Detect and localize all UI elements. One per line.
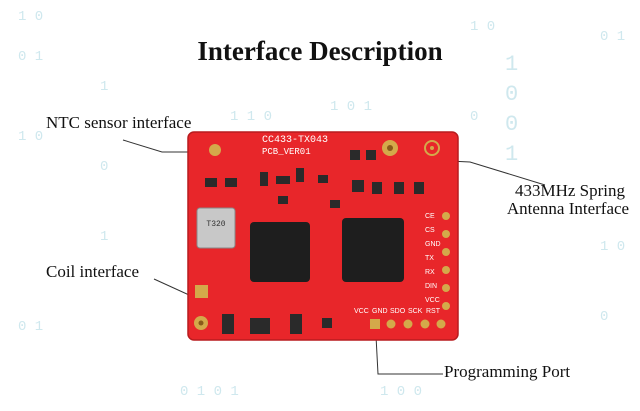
svg-text:0: 0 [100, 159, 108, 175]
svg-text:RX: RX [425, 269, 435, 276]
svg-text:1 0: 1 0 [18, 129, 43, 145]
svg-text:0: 0 [470, 109, 478, 125]
svg-text:0: 0 [505, 82, 518, 107]
svg-text:0 1: 0 1 [18, 49, 43, 65]
svg-text:1: 1 [505, 52, 518, 77]
svg-text:1 0: 1 0 [470, 19, 495, 35]
svg-text:VCC: VCC [354, 308, 369, 315]
svg-text:1 1 0: 1 1 0 [230, 109, 272, 125]
svg-text:0: 0 [600, 309, 608, 325]
svg-text:0 1: 0 1 [600, 29, 625, 45]
silkscreen-version: PCB_VER01 [262, 147, 311, 157]
label-coil-interface: Coil interface [46, 262, 139, 281]
svg-text:SDO: SDO [390, 308, 406, 315]
crystal-label: T320 [206, 220, 225, 229]
svg-text:0 1 0 1: 0 1 0 1 [180, 384, 239, 400]
svg-text:CS: CS [425, 227, 435, 234]
chip-right [342, 218, 404, 282]
svg-text:1 0 1: 1 0 1 [330, 99, 372, 115]
pcb-board: T320 CC433-TX043 PCB_VER01 CE CS GND TX … [187, 131, 459, 341]
svg-text:GND: GND [372, 308, 388, 315]
svg-text:1 0: 1 0 [600, 239, 625, 255]
svg-text:TX: TX [425, 255, 434, 262]
svg-text:1: 1 [505, 142, 518, 167]
svg-text:GND: GND [425, 241, 441, 248]
svg-text:1 0: 1 0 [18, 9, 43, 25]
chip-left [250, 222, 310, 282]
label-programming-port: Programming Port [444, 362, 571, 381]
label-ntc-sensor: NTC sensor interface [46, 113, 192, 132]
label-antenna-line2: Antenna Interface [506, 199, 630, 218]
svg-text:DIN: DIN [425, 283, 437, 290]
svg-text:RST: RST [426, 308, 441, 315]
binary-background: 1 0 0 1 1 0 0 1 1 0 1 1 0 0 1 0 0 1 0 1 1 0 0 1 1 0… [18, 9, 625, 400]
svg-text:SCK: SCK [408, 308, 423, 315]
svg-text:VCC: VCC [425, 297, 440, 304]
label-antenna-line1: 433MHz Spring [514, 181, 626, 200]
svg-text:0: 0 [505, 112, 518, 137]
svg-text:1: 1 [100, 229, 108, 245]
right-pin-labels: CE CS GND TX RX DIN VCC [425, 213, 441, 304]
svg-text:1: 1 [100, 79, 108, 95]
svg-text:CE: CE [425, 213, 435, 220]
silkscreen-model: CC433-TX043 [262, 135, 328, 146]
svg-text:1 0 0: 1 0 0 [380, 384, 422, 400]
svg-text:0 1: 0 1 [18, 319, 43, 335]
page-title: Interface Description [197, 36, 443, 66]
bottom-pin-labels: VCC GND SDO SCK RST [354, 308, 441, 315]
